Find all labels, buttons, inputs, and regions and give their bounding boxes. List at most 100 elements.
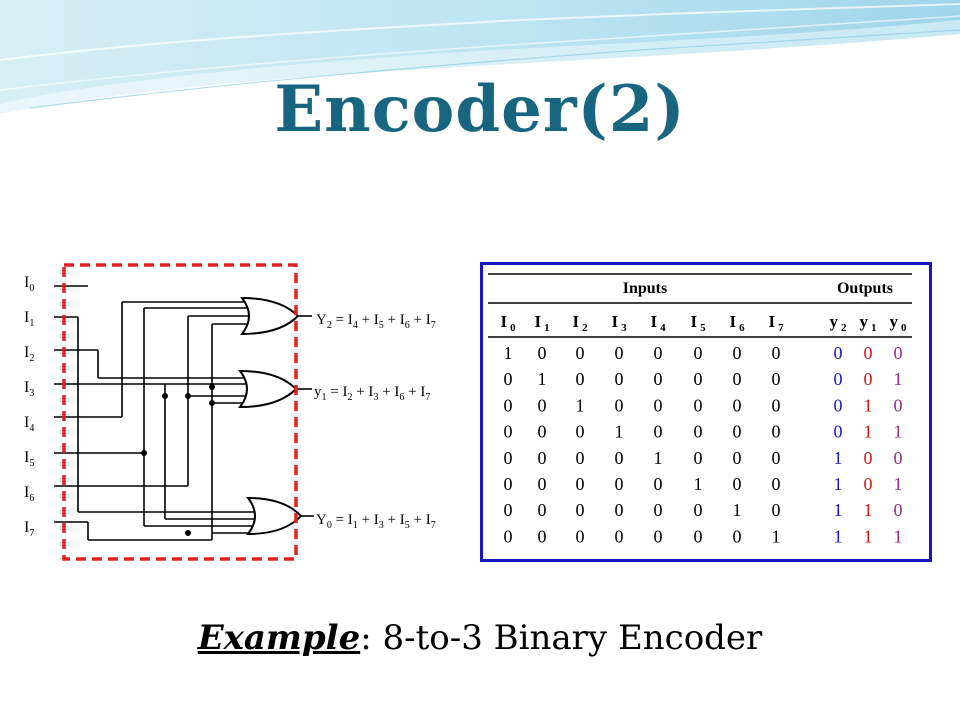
truth-table-border: [480, 262, 932, 562]
table-cell-output: 0: [864, 448, 873, 468]
input-label-4: I4: [24, 414, 34, 434]
table-cell-output: 0: [834, 369, 843, 389]
table-cell-input: 1: [654, 448, 663, 468]
or-gates: [237, 296, 303, 536]
table-cell-output: 0: [894, 448, 903, 468]
input-labels: I0 I1 I2 I3 I4 I5 I6 I7: [24, 274, 34, 539]
table-cell-output: 1: [894, 422, 903, 442]
table-cell-input: 0: [694, 500, 703, 520]
table-cell-input: 0: [576, 369, 585, 389]
table-cell-output: 0: [864, 474, 873, 494]
junction-dot: [185, 530, 191, 536]
table-cell-input: 0: [615, 343, 624, 363]
table-cell-output: 0: [864, 343, 873, 363]
table-cell-input: 0: [504, 448, 513, 468]
equation-y1: y1 = I2 + I3 + I6 + I7: [314, 384, 430, 403]
input-label-0: I0: [24, 274, 34, 294]
table-cell-input: 0: [733, 422, 742, 442]
table-cell-output: 1: [894, 526, 903, 546]
table-cell-input: 0: [733, 395, 742, 415]
table-cell-input: 0: [694, 343, 703, 363]
header-outputs: Outputs: [837, 280, 893, 297]
table-cell-input: 0: [538, 526, 547, 546]
caption-text: : 8-to-3 Binary Encoder: [360, 618, 763, 658]
table-cell-output: 1: [864, 526, 873, 546]
junction-dot: [141, 450, 147, 456]
table-cell-input: 0: [538, 474, 547, 494]
or-gate-y0: [245, 496, 303, 536]
table-cell-output: 1: [864, 422, 873, 442]
highlight-box: [62, 263, 298, 561]
table-cell-input: 1: [538, 369, 547, 389]
or-gate-y2: [239, 296, 300, 336]
table-cell-input: 0: [733, 369, 742, 389]
table-cell-input: 0: [772, 448, 781, 468]
table-cell-output: 1: [864, 500, 873, 520]
table-cell-input: 0: [772, 369, 781, 389]
table-cell-input: 0: [694, 448, 703, 468]
table-cell-output: 0: [834, 422, 843, 442]
junction-dot: [209, 384, 215, 390]
table-cell-input: 0: [538, 343, 547, 363]
table-cell-input: 0: [733, 448, 742, 468]
table-cell-input: 0: [538, 395, 547, 415]
junction-dot: [162, 393, 168, 399]
junction-dot: [209, 400, 215, 406]
table-cell-input: 0: [504, 500, 513, 520]
input-label-5: I5: [24, 449, 34, 469]
circuit-wires: [54, 285, 314, 541]
table-cell-input: 0: [772, 474, 781, 494]
table-cell-input: 0: [615, 526, 624, 546]
table-cell-input: 0: [654, 500, 663, 520]
table-cell-input: 0: [733, 343, 742, 363]
table-cell-output: 1: [864, 395, 873, 415]
decorative-header-waves: [0, 0, 960, 160]
table-cell-input: 0: [654, 369, 663, 389]
header-inputs: Inputs: [623, 280, 667, 297]
table-cell-output: 1: [894, 474, 903, 494]
table-cell-input: 0: [772, 343, 781, 363]
table-rows: 1 0 0 0 0 0 0 0 0 0 0 0 1 0 0 0 0 0 0 0 0 1 0 0 1 0 0 0 0 0 0 1 0 0 0 0 1 0 0 0…: [504, 343, 903, 546]
junction-dot: [185, 393, 191, 399]
table-cell-output: 1: [834, 500, 843, 520]
table-cell-output: 0: [864, 369, 873, 389]
table-cell-output: 0: [834, 343, 843, 363]
table-cell-input: 0: [504, 395, 513, 415]
table-cell-input: 0: [733, 474, 742, 494]
table-cell-input: 0: [615, 474, 624, 494]
table-cell-output: 1: [834, 526, 843, 546]
caption-example: Example: [197, 618, 361, 658]
table-cell-input: 0: [615, 395, 624, 415]
junction-dots: [141, 384, 215, 536]
table-cell-input: 0: [654, 343, 663, 363]
table-cell-input: 0: [504, 526, 513, 546]
table-cell-input: 0: [576, 448, 585, 468]
table-cell-input: 0: [504, 369, 513, 389]
table-cell-output: 0: [894, 343, 903, 363]
table-cell-input: 0: [694, 526, 703, 546]
table-cell-output: 1: [834, 448, 843, 468]
table-cell-input: 0: [772, 422, 781, 442]
table-cell-input: 1: [504, 343, 513, 363]
table-cell-input: 0: [504, 474, 513, 494]
table-cell-input: 0: [615, 369, 624, 389]
table-cell-input: 0: [576, 474, 585, 494]
